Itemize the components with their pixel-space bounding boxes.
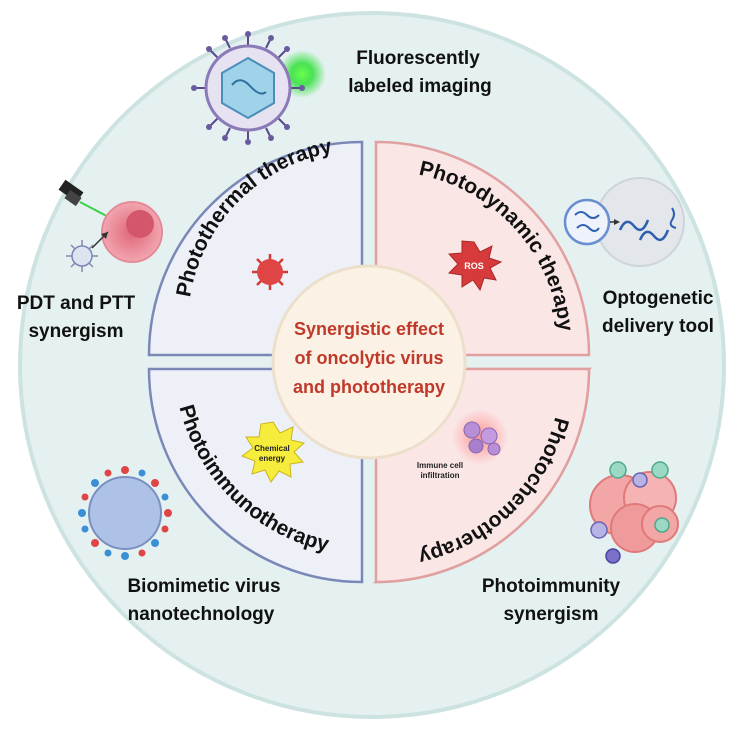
immune-cells-icon: Immune cell infiltration bbox=[417, 409, 508, 480]
photoimmunity-label-1: Photoimmunity bbox=[482, 576, 621, 597]
center-line-2: of oncolytic virus bbox=[294, 348, 443, 368]
center-line-1: Synergistic effect bbox=[294, 319, 444, 339]
center-circle bbox=[271, 264, 467, 460]
svg-text:ROS: ROS bbox=[464, 261, 484, 271]
biomimetic-label-1: Biomimetic virus bbox=[127, 576, 280, 597]
red-virus-icon bbox=[252, 254, 288, 290]
svg-text:Immune cell: Immune cell bbox=[417, 461, 463, 470]
pdt-ptt-label-1: PDT and PTT bbox=[17, 293, 136, 314]
biomimetic-virus-icon bbox=[78, 466, 172, 560]
photoimmunity-label-2: synergism bbox=[503, 604, 598, 625]
fluorescent-label-2: labeled imaging bbox=[348, 76, 492, 97]
svg-text:infiltration: infiltration bbox=[420, 471, 459, 480]
tumor-cluster-icon bbox=[589, 461, 679, 564]
center-line-3: and phototherapy bbox=[293, 377, 445, 397]
ros-burst-icon: ROS bbox=[447, 240, 503, 292]
svg-text:Chemical: Chemical bbox=[254, 444, 290, 453]
svg-text:energy: energy bbox=[259, 454, 286, 463]
pdt-ptt-label-2: synergism bbox=[28, 321, 123, 342]
optogenetic-label-1: Optogenetic bbox=[603, 288, 714, 309]
laser-tumor-icon bbox=[58, 179, 163, 272]
optogenetic-label-2: delivery tool bbox=[602, 316, 714, 337]
biomimetic-label-2: nanotechnology bbox=[128, 604, 275, 625]
fluorescent-virus-icon bbox=[191, 31, 326, 145]
fluorescent-label-1: Fluorescently bbox=[356, 48, 480, 69]
chemical-energy-icon: Chemical energy bbox=[240, 421, 306, 483]
optogenetic-icon bbox=[563, 177, 685, 267]
